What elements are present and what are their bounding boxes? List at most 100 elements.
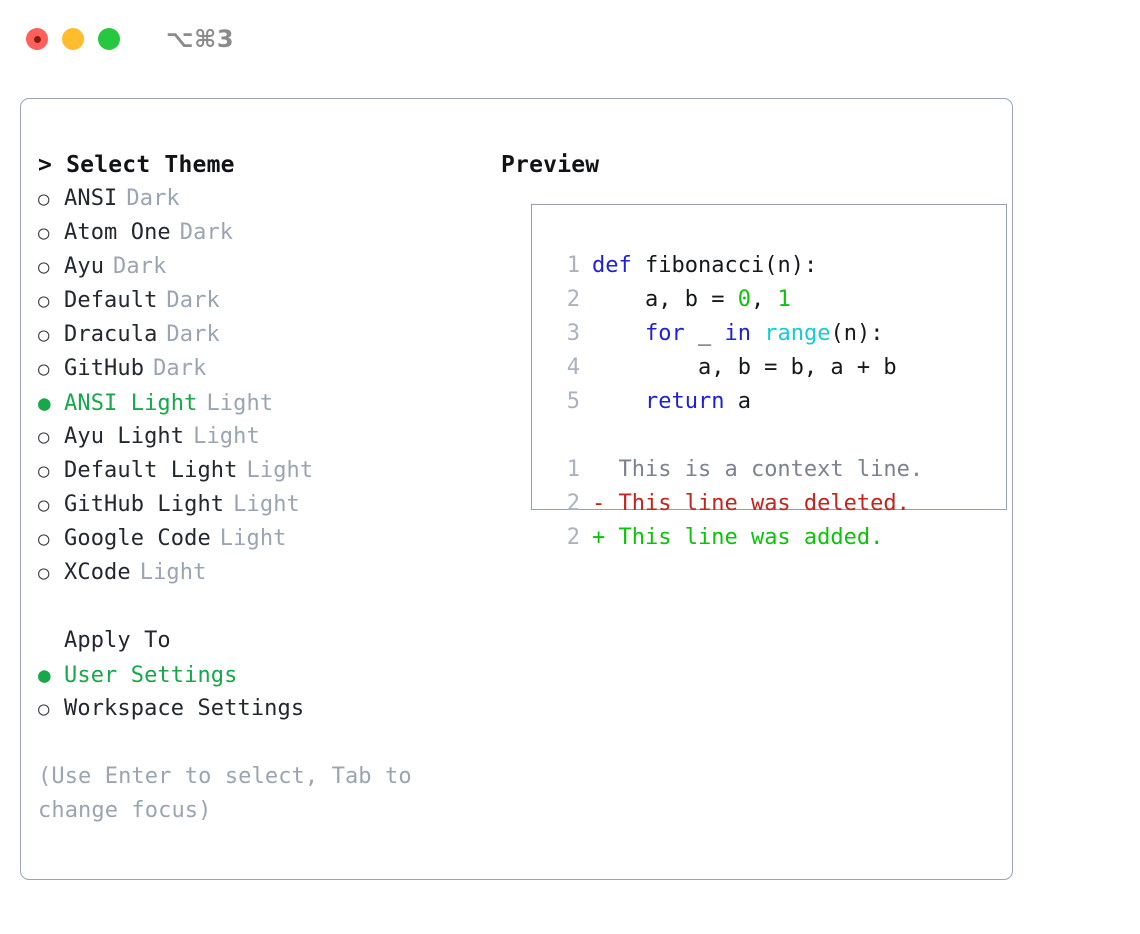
select-theme-heading: > Select Theme [38,152,235,178]
theme-option-label: ANSI Light [64,391,198,416]
code-line-text: return a [592,385,751,419]
theme-option-github[interactable]: ○ GitHub Dark [38,352,478,386]
diff-line-add: 2+ This line was added. [550,521,923,555]
code-token-kw: def [592,253,632,278]
diff-line-number: 1 [566,457,580,482]
theme-option-category: Dark [166,322,220,347]
keyboard-shortcut-label: ⌥⌘3 [166,25,235,53]
theme-option-category: Light [246,458,314,483]
theme-option-label: ANSI [64,186,118,211]
preview-heading: Preview [501,152,600,178]
apply-to-heading: Apply To [64,628,171,653]
apply-to-option-label: User Settings [64,663,238,688]
theme-option-dracula[interactable]: ○ Dracula Dark [38,318,478,352]
theme-option-label: Dracula [64,322,158,347]
radio-unselected-icon[interactable]: ○ [38,188,50,210]
window-titlebar: ⌥⌘3 [0,0,1140,78]
code-line-text: def fibonacci(n): [592,249,817,283]
code-token-id: a, b = [592,287,738,312]
code-line-text: for _ in range(n): [592,317,883,351]
code-token-num: 1 [777,287,791,312]
theme-option-ansi-light[interactable]: ● ANSI Light Light [38,386,478,420]
code-line: 2 a, b = 0, 1 [550,283,923,317]
theme-option-default-light[interactable]: ○ Default Light Light [38,454,478,488]
diff-line-del: 2- This line was deleted. [550,487,923,521]
radio-unselected-icon[interactable]: ○ [38,324,50,346]
close-button[interactable] [26,28,48,50]
theme-option-category: Light [206,391,274,416]
code-token-punc [592,321,645,346]
radio-unselected-icon[interactable]: ○ [38,698,50,720]
code-token-num: 0 [737,287,751,312]
theme-option-category: Dark [126,186,180,211]
code-token-id: a, b = b, a + b [592,355,897,380]
code-token-id: _ [684,321,725,346]
apply-to-option-user-settings[interactable]: ● User Settings [38,658,478,692]
theme-option-label: Atom One [64,220,171,245]
theme-option-category: Light [139,560,207,585]
theme-option-label: GitHub Light [64,492,225,517]
code-line-number: 4 [566,355,580,380]
radio-selected-icon[interactable]: ● [38,663,51,687]
theme-option-category: Dark [166,288,220,313]
theme-option-atom-one[interactable]: ○ Atom One Dark [38,216,478,250]
code-token-punc [592,389,645,414]
theme-option-google-code[interactable]: ○ Google Code Light [38,522,478,556]
code-line: 4 a, b = b, a + b [550,351,923,385]
code-line-text: a, b = b, a + b [592,351,897,385]
theme-option-ansi[interactable]: ○ ANSI Dark [38,182,478,216]
apply-to-option-workspace-settings[interactable]: ○ Workspace Settings [38,692,478,726]
theme-option-label: GitHub [64,356,145,381]
diff-line-number: 2 [566,491,580,516]
theme-option-category: Light [233,492,300,517]
theme-option-category: Light [219,526,287,551]
diff-line-ctx: 1 This is a context line. [550,453,923,487]
theme-option-category: Dark [179,220,234,245]
radio-unselected-icon[interactable]: ○ [38,222,50,244]
maximize-button[interactable] [98,28,120,50]
minimize-button[interactable] [62,28,84,50]
diff-line-text: This line was added. [605,525,884,550]
code-token-id: a [724,389,751,414]
apply-to-option-list[interactable]: ● User Settings ○ Workspace Settings [38,658,478,726]
diff-line-text: This line was deleted. [605,491,910,516]
list-spacer [38,590,478,624]
apply-to-heading-row: ○ Apply To [38,624,478,658]
theme-option-category: Dark [153,356,207,381]
radio-unselected-icon[interactable]: ○ [38,290,50,312]
diff-sign: + [592,525,606,550]
radio-unselected-icon[interactable]: ○ [38,358,50,380]
radio-unselected-icon[interactable]: ○ [38,460,50,482]
radio-unselected-icon[interactable]: ○ [38,562,50,584]
theme-option-label: Default Light [64,458,238,483]
code-line-text: a, b = 0, 1 [592,283,791,317]
code-line-number: 3 [566,321,580,346]
radio-unselected-icon[interactable]: ○ [38,494,50,516]
code-blank-line [550,419,923,453]
code-token-kw: for [644,321,685,346]
code-token-fn: range [764,321,831,346]
radio-unselected-icon[interactable]: ○ [38,528,50,550]
radio-unselected-icon[interactable]: ○ [38,426,50,448]
code-line: 3 for _ in range(n): [550,317,923,351]
code-token-kw: in [724,321,751,346]
diff-line-text: This is a context line. [605,457,924,482]
theme-option-label: Google Code [64,526,211,551]
theme-option-github-light[interactable]: ○ GitHub Light Light [38,488,478,522]
radio-selected-icon[interactable]: ● [38,391,51,415]
keyboard-hint-text: (Use Enter to select, Tab to change focu… [38,764,412,823]
code-token-punc [632,253,645,278]
radio-unselected-icon[interactable]: ○ [38,256,50,278]
apply-to-option-label: Workspace Settings [64,696,305,721]
